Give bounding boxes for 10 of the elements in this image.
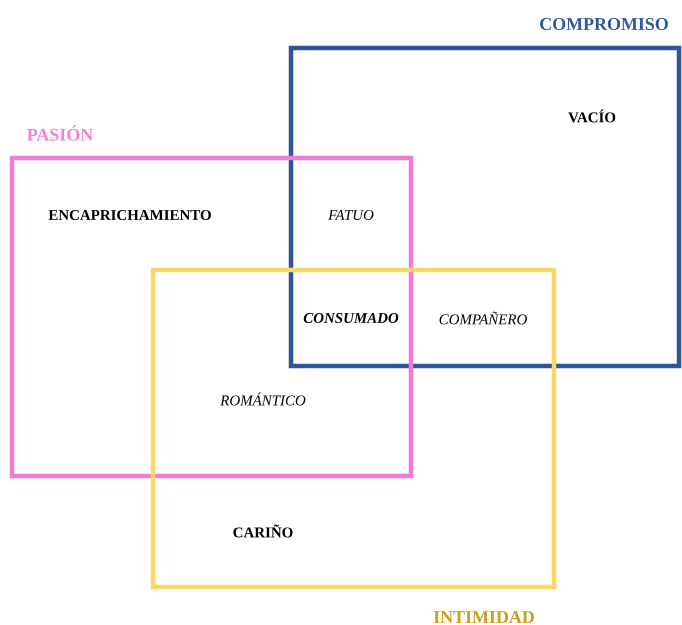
region-label: ENCAPRICHAMIENTO	[48, 210, 211, 220]
set-heading: INTIMIDAD	[434, 611, 534, 623]
region-label: VACÍO	[568, 109, 616, 122]
region-label: ROMÁNTICO	[220, 392, 306, 406]
set-heading: COMPROMISO	[540, 18, 668, 30]
region-label: FATUO	[328, 210, 374, 220]
region-label: CONSUMADO	[304, 312, 398, 323]
set-heading: PASIÓN	[27, 125, 93, 141]
region-label: CARIÑO	[233, 524, 293, 538]
region-label: COMPAÑERO	[440, 312, 527, 324]
